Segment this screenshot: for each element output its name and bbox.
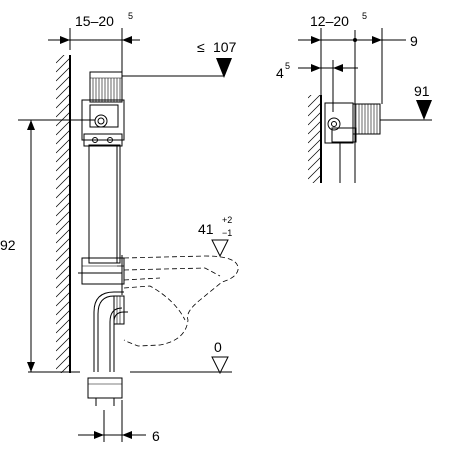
dim-detail-small-label: 4: [276, 65, 284, 81]
dim-frame-depth: 15–20 5: [48, 11, 140, 72]
dim-frame-depth-sup: 5: [128, 11, 133, 21]
dim-frame-depth-label: 15–20: [75, 13, 114, 29]
dim-wc-height: 41 +2 −1: [198, 215, 232, 258]
dim-actuation-height: 92: [0, 119, 95, 372]
dim-pipe-offset-label: 6: [152, 428, 160, 444]
detail-wall-hatching: [308, 95, 322, 183]
dim-floor-level: 0: [211, 339, 229, 375]
main-elevation-view: 15–20 5 ≤ 107 92 41 +2 −1 0: [0, 11, 239, 444]
dim-pipe-offset: 6: [78, 400, 160, 444]
dim-top-height-label: 107: [213, 39, 237, 55]
dim-top-height-symbol: ≤: [197, 39, 205, 55]
installation-frame: [78, 71, 125, 295]
dim-detail-depth-label: 12–20: [310, 13, 349, 29]
dim-detail-depth-sup: 5: [362, 11, 367, 21]
dim-wc-height-sup-plus: +2: [222, 215, 232, 225]
dim-detail-small-sup: 5: [285, 61, 290, 71]
wc-outline-dashed: [123, 255, 239, 347]
dim-actuation-height-label: 92: [0, 237, 16, 253]
dim-detail-height-label: 91: [414, 83, 430, 99]
dim-detail-small: 4 5: [276, 60, 358, 112]
dim-detail-depth: 12–20 5 9: [298, 11, 418, 104]
detail-view: 12–20 5 9 4 5 91: [276, 11, 432, 183]
dim-floor-level-label: 0: [214, 339, 222, 355]
dim-wc-height-sup-minus: −1: [222, 228, 232, 238]
dim-wc-height-label: 41: [198, 221, 214, 237]
wall-hatching: [56, 55, 71, 373]
drain-pipe: [87, 291, 128, 406]
detail-frame: [324, 30, 381, 183]
dim-detail-right-label: 9: [410, 33, 418, 49]
dim-detail-height: 91: [380, 83, 432, 121]
dim-top-height: ≤ 107: [122, 39, 237, 78]
